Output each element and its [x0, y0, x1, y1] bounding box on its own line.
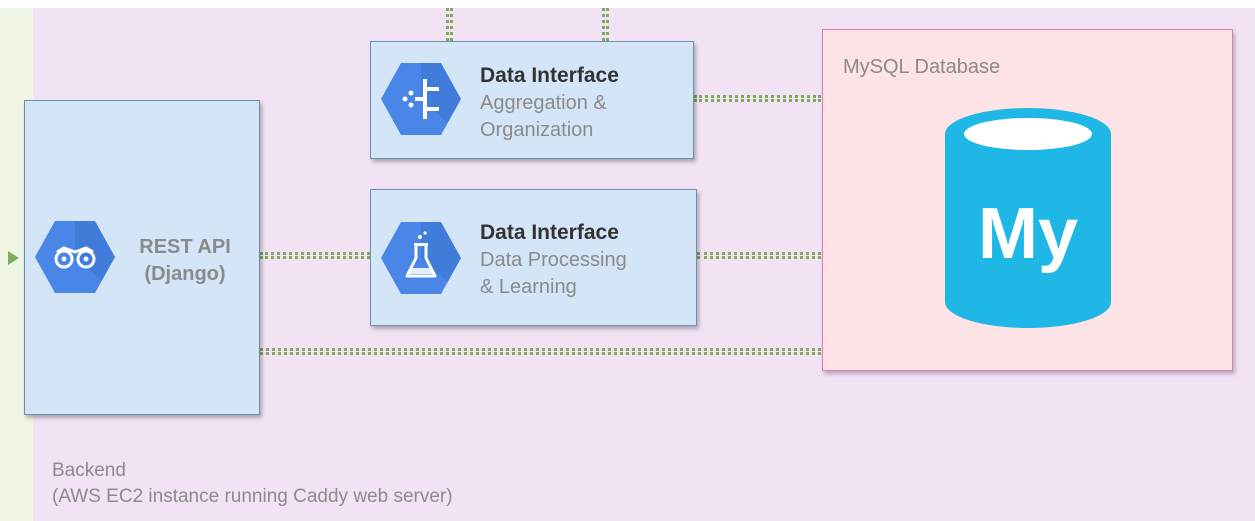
aggregation-interface-sub-line2: Organization [480, 119, 594, 141]
backend-label-line1: Backend [52, 460, 126, 481]
aggregation-interface-sub-line1: Aggregation & [480, 92, 607, 114]
aggregation-interface-title: Data Interface [480, 64, 619, 87]
database-cylinder-icon: My [945, 108, 1111, 328]
binoculars-icon [35, 221, 115, 293]
connector-api-to-db [260, 348, 821, 355]
processing-interface-subtitle: Data Processing & Learning [480, 247, 627, 301]
mysql-database-label: MySQL Database [843, 56, 1001, 78]
rest-api-title-line1: REST API [139, 236, 231, 258]
processing-interface-sub-line1: Data Processing [480, 249, 627, 271]
aggregation-interface-subtitle: Aggregation & Organization [480, 90, 607, 144]
connector-top-left [446, 8, 453, 41]
processing-interface-card: Data Interface Data Processing & Learnin… [370, 189, 697, 326]
connector-api-to-processing [260, 252, 370, 259]
processing-interface-title: Data Interface [480, 221, 619, 244]
connector-processing-to-db [697, 252, 821, 259]
incoming-arrow-icon [8, 251, 19, 265]
flask-icon [381, 222, 461, 294]
backend-label: Backend (AWS EC2 instance running Caddy … [52, 458, 453, 510]
rest-api-title: REST API (Django) [115, 234, 255, 288]
mysql-database-box: MySQL Database My [822, 29, 1233, 371]
rest-api-title-line2: (Django) [144, 263, 226, 285]
connector-top-right [602, 8, 609, 41]
backend-label-line2: (AWS EC2 instance running Caddy web serv… [52, 486, 453, 507]
rest-api-card: REST API (Django) [24, 100, 260, 415]
mysql-logo-text: My [978, 194, 1078, 274]
processing-interface-sub-line2: & Learning [480, 276, 577, 298]
connector-aggregation-to-db [694, 95, 821, 102]
tree-node-icon [381, 63, 461, 135]
aggregation-interface-card: Data Interface Aggregation & Organizatio… [370, 41, 694, 159]
